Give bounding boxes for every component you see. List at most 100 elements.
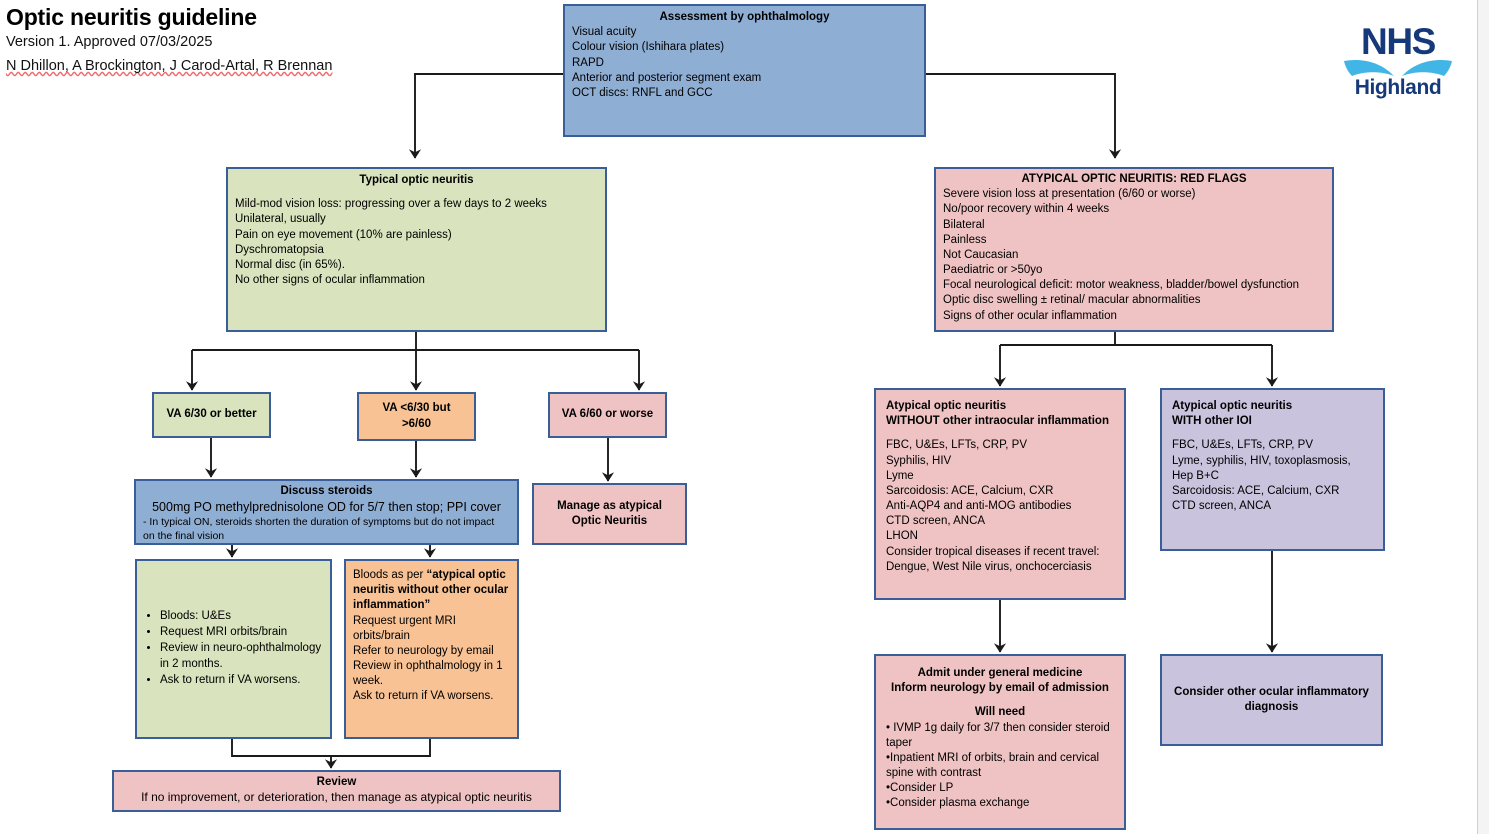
node-va-under-6-30[interactable]: VA <6/30 but >6/60 [357, 392, 476, 441]
without-ioi-line: LHON [886, 530, 918, 543]
typical-title: Typical optic neuritis [359, 174, 474, 186]
typical-followup-list: Bloods: U&Es Request MRI orbits/brain Re… [144, 609, 323, 689]
list-item: Bloods: U&Es [160, 609, 323, 624]
typical-line: Dyschromatopsia [235, 243, 324, 256]
mid-followup-line: Review in ophthalmology in 1 week. [353, 660, 503, 688]
node-typical-optic-neuritis[interactable]: Typical optic neuritis Mild-mod vision l… [226, 167, 607, 332]
with-ioi-line: Sarcoidosis: ACE, Calcium, CXR [1172, 484, 1340, 497]
authors-line: N Dhillon, A Brockington, J Carod-Artal,… [6, 58, 333, 74]
mid-followup-lead: Bloods as per “atypical optic neuritis w… [353, 568, 510, 614]
redflags-line: Not Caucasian [943, 248, 1019, 261]
typical-line: Pain on eye movement (10% are painless) [235, 228, 452, 241]
manage-atypical-line2: Optic Neuritis [571, 515, 648, 527]
list-item: Review in neuro-ophthalmology in 2 month… [160, 641, 323, 671]
admit-title-line1: Admit under general medicine [917, 667, 1083, 679]
steroids-line: on the final vision [143, 529, 225, 542]
node-assessment[interactable]: Assessment by ophthalmology Visual acuit… [563, 4, 926, 137]
mid-followup-line: Refer to neurology by email [353, 644, 494, 657]
without-ioi-line: Anti-AQP4 and anti-MOG antibodies [886, 500, 1072, 513]
redflags-line: Focal neurological deficit: motor weakne… [943, 279, 1300, 292]
steroids-line: - In typical ON, steroids shorten the du… [143, 515, 495, 528]
list-item: Request MRI orbits/brain [160, 625, 323, 640]
review-line: If no improvement, or deterioration, the… [141, 790, 532, 805]
without-ioi-line: Dengue, West Nile virus, onchocerciasis [886, 560, 1092, 573]
without-ioi-title-line1: Atypical optic neuritis [886, 400, 1007, 412]
assessment-line: OCT discs: RNFL and GCC [572, 86, 713, 99]
spacer [886, 429, 1114, 438]
nhs-swoosh-icon [1344, 59, 1452, 76]
redflags-line: Painless [943, 233, 987, 246]
without-ioi-line: FBC, U&Es, LFTs, CRP, PV [886, 439, 1028, 452]
assessment-title: Assessment by ophthalmology [659, 11, 830, 23]
nhs-logo-text: NHS [1361, 21, 1436, 62]
node-atypical-without-ioi[interactable]: Atypical optic neuritis WITHOUT other in… [874, 388, 1126, 600]
node-mid-followup[interactable]: Bloods as per “atypical optic neuritis w… [344, 559, 519, 739]
node-consider-other-diagnosis[interactable]: Consider other ocular inflammatory diagn… [1160, 654, 1383, 746]
without-ioi-line: Lyme [886, 469, 914, 482]
mid-followup-lead-text: Bloods as per [353, 569, 427, 581]
node-manage-as-atypical[interactable]: Manage as atypical Optic Neuritis [532, 483, 687, 545]
redflags-line: Paediatric or >50yo [943, 264, 1043, 277]
nhs-highland-logo: NHS Highland [1342, 23, 1454, 105]
redflags-line: No/poor recovery within 4 weeks [943, 203, 1110, 216]
redflags-line: Optic disc swelling ± retinal/ macular a… [943, 294, 1201, 307]
node-review[interactable]: Review If no improvement, or deteriorati… [112, 770, 561, 812]
spacer [886, 696, 1114, 705]
node-red-flags[interactable]: ATYPICAL OPTIC NEURITIS: RED FLAGS Sever… [934, 167, 1334, 332]
node-va-6-60-or-worse[interactable]: VA 6/60 or worse [548, 392, 667, 438]
va-good-label: VA 6/30 or better [166, 408, 257, 421]
node-admit-general-medicine[interactable]: Admit under general medicine Inform neur… [874, 654, 1126, 830]
redflags-line: Bilateral [943, 218, 985, 231]
version-line: Version 1. Approved 07/03/2025 [6, 34, 213, 50]
with-ioi-title-line1: Atypical optic neuritis [1172, 400, 1293, 412]
admit-line: •Consider LP [886, 782, 954, 795]
typical-line: Mild-mod vision loss: progressing over a… [235, 198, 547, 211]
typical-line: Normal disc (in 65%). [235, 258, 345, 271]
admit-line: •Inpatient MRI of orbits, brain and cerv… [886, 751, 1100, 780]
assessment-line: Colour vision (Ishihara plates) [572, 41, 725, 54]
node-va-6-30-or-better[interactable]: VA 6/30 or better [152, 392, 271, 438]
manage-atypical-line1: Manage as atypical [557, 499, 662, 512]
edge-merge-rail [231, 739, 431, 757]
without-ioi-line: Sarcoidosis: ACE, Calcium, CXR [886, 484, 1054, 497]
assessment-line: RAPD [572, 56, 604, 69]
with-ioi-title-line2: WITH other IOI [1172, 415, 1252, 428]
admit-line: • IVMP 1g daily for 3/7 then consider st… [886, 721, 1110, 749]
other-diag-line1: Consider other ocular inflammatory [1174, 685, 1369, 698]
admit-line: •Consider plasma exchange [886, 797, 1030, 810]
review-title: Review [316, 776, 357, 788]
node-typical-followup[interactable]: Bloods: U&Es Request MRI orbits/brain Re… [135, 559, 332, 739]
without-ioi-line: Syphilis, HIV [886, 454, 952, 467]
without-ioi-title-line2: WITHOUT other intraocular inflammation [886, 415, 1109, 428]
with-ioi-line: Lyme, syphilis, HIV, toxoplasmosis, [1172, 454, 1351, 467]
nhs-board-name: Highland [1354, 76, 1442, 99]
edge-assessment-to-typical [408, 73, 564, 159]
with-ioi-line: Hep B+C [1172, 469, 1219, 482]
steroids-line: 500mg PO methylprednisolone OD for 5/7 t… [152, 500, 501, 515]
mid-followup-line: Ask to return if VA worsens. [353, 690, 494, 703]
list-item: Ask to return if VA worsens. [160, 673, 323, 688]
typical-line: No other signs of ocular inflammation [235, 274, 425, 287]
mid-followup-line: Request urgent MRI orbits/brain [353, 614, 456, 642]
redflags-title: ATYPICAL OPTIC NEURITIS: RED FLAGS [1021, 173, 1247, 185]
typical-line: Unilateral, usually [235, 213, 326, 226]
without-ioi-line: CTD screen, ANCA [886, 515, 986, 528]
assessment-line: Anterior and posterior segment exam [572, 71, 762, 84]
node-atypical-with-ioi[interactable]: Atypical optic neuritis WITH other IOI F… [1160, 388, 1385, 551]
node-discuss-steroids[interactable]: Discuss steroids 500mg PO methylpredniso… [134, 479, 519, 545]
va-mid-label-line2: >6/60 [401, 417, 432, 430]
redflags-line: Signs of other ocular inflammation [943, 309, 1117, 322]
page-title: Optic neuritis guideline [6, 4, 257, 30]
admit-title-line2: Inform neurology by email of admission [891, 682, 1109, 695]
spacer [235, 188, 598, 197]
redflags-line: Severe vision loss at presentation (6/60… [943, 188, 1196, 201]
admit-subtitle: Will need [974, 706, 1026, 719]
page-edge-line [1477, 0, 1478, 834]
without-ioi-line: Consider tropical diseases if recent tra… [886, 545, 1100, 558]
steroids-title: Discuss steroids [280, 485, 373, 497]
va-mid-label-line1: VA <6/30 but [382, 402, 451, 415]
spacer [1172, 429, 1373, 438]
with-ioi-line: CTD screen, ANCA [1172, 500, 1272, 513]
page-right-margin [1478, 0, 1489, 834]
